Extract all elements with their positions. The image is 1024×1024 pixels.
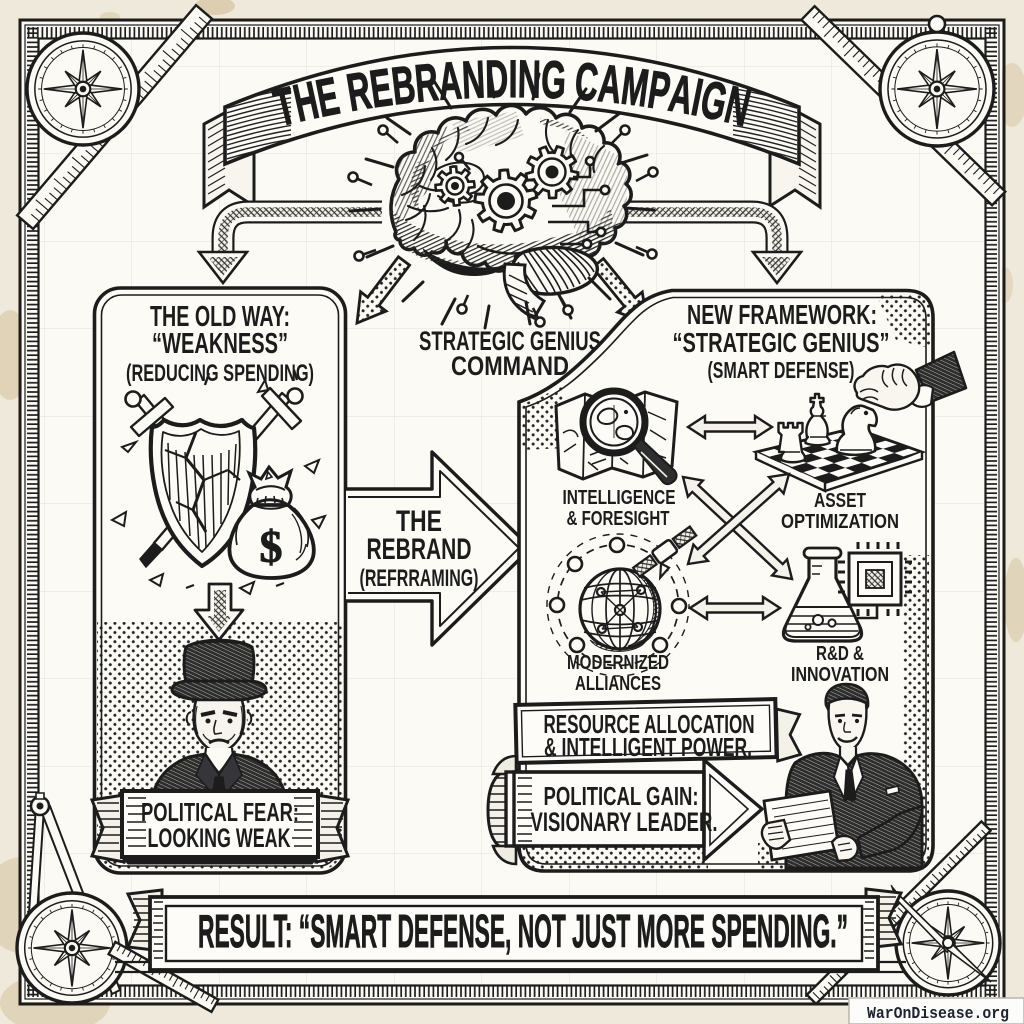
svg-text:& FORESIGHT: & FORESIGHT — [567, 508, 670, 530]
svg-text:OPTIMIZATION: OPTIMIZATION — [781, 511, 899, 533]
svg-text:RESULT: “SMART DEFENSE, NOT JU: RESULT: “SMART DEFENSE, NOT JUST MORE SP… — [198, 905, 848, 957]
svg-text:VISIONARY LEADER.: VISIONARY LEADER. — [531, 807, 718, 837]
svg-text:& INTELLIGENT POWER.: & INTELLIGENT POWER. — [544, 732, 752, 762]
svg-text:WarOnDisease.org: WarOnDisease.org — [867, 1005, 1009, 1024]
svg-text:THE: THE — [396, 505, 442, 538]
svg-text:(SMART DEFENSE): (SMART DEFENSE) — [708, 357, 855, 383]
svg-text:N: N — [461, 50, 486, 110]
svg-text:ALLIANCES: ALLIANCES — [575, 673, 661, 695]
svg-text:COMMAND: COMMAND — [451, 351, 569, 381]
svg-text:INTELLIGENCE: INTELLIGENCE — [563, 487, 676, 509]
svg-text:ASSET: ASSET — [814, 490, 866, 512]
svg-text:REBRAND: REBRAND — [367, 533, 472, 566]
svg-text:I: I — [509, 50, 518, 109]
svg-text:MODERNIZED: MODERNIZED — [567, 652, 669, 674]
svg-text:STRATEGIC GENIUS: STRATEGIC GENIUS — [419, 326, 601, 356]
svg-text:“WEAKNESS”: “WEAKNESS” — [152, 328, 288, 360]
svg-text:R&D &: R&D & — [816, 643, 864, 665]
svg-text:“STRATEGIC GENIUS”: “STRATEGIC GENIUS” — [673, 327, 890, 358]
svg-text:(REFRRAMING): (REFRRAMING) — [360, 565, 479, 592]
svg-text:THE OLD WAY:: THE OLD WAY: — [150, 301, 290, 333]
svg-text:INNOVATION: INNOVATION — [791, 664, 889, 686]
svg-text:POLITICAL GAIN:: POLITICAL GAIN: — [544, 781, 699, 811]
svg-text:NEW FRAMEWORK:: NEW FRAMEWORK: — [687, 299, 877, 330]
svg-text:LOOKING WEAK: LOOKING WEAK — [148, 823, 291, 853]
svg-text:(REDUCING SPENDING): (REDUCING SPENDING) — [126, 360, 314, 387]
svg-text:POLITICAL FEAR:: POLITICAL FEAR: — [141, 797, 299, 827]
svg-text:A: A — [437, 51, 464, 112]
svg-text:$: $ — [260, 521, 283, 572]
svg-text:D: D — [485, 50, 509, 110]
svg-text:G: G — [540, 50, 567, 110]
svg-text:RESOURCE ALLOCATION: RESOURCE ALLOCATION — [544, 709, 755, 739]
